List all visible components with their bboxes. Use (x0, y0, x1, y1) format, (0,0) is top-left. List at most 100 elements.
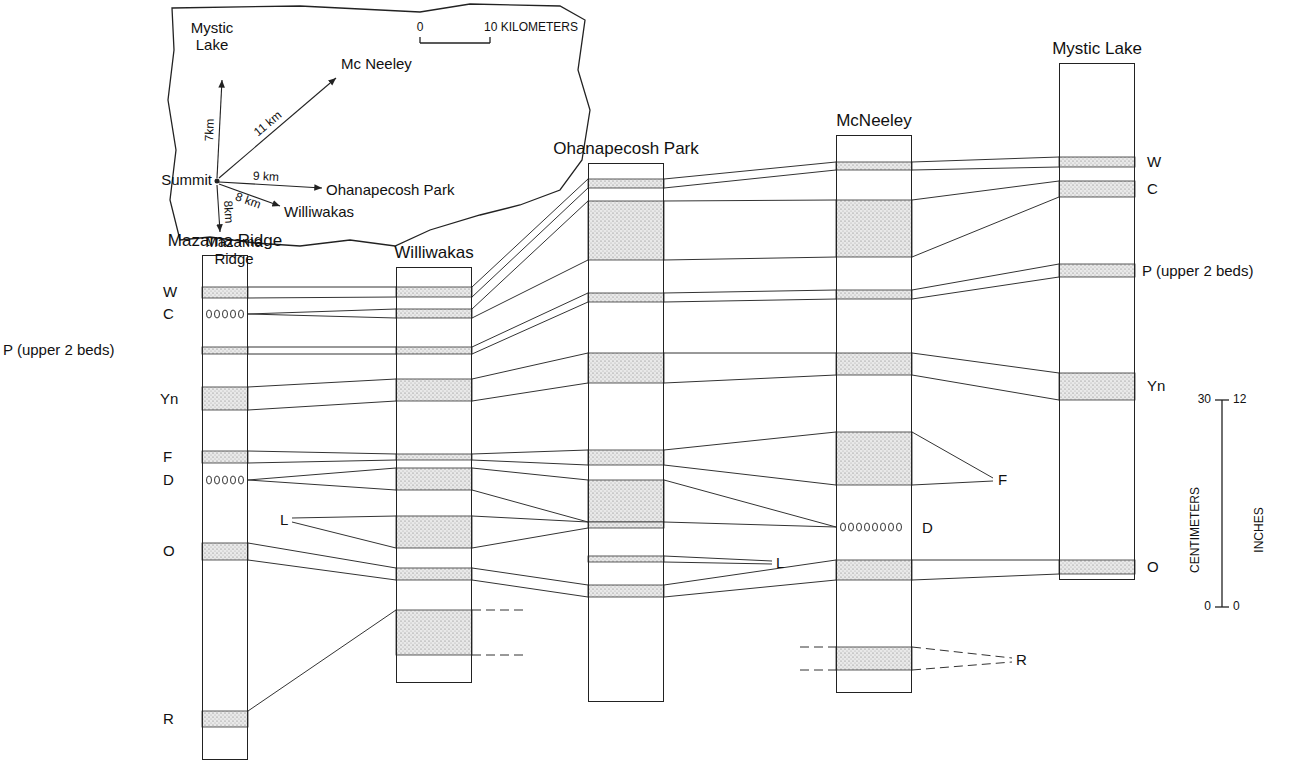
summit-dot (215, 179, 220, 184)
bed-label: R (1016, 652, 1027, 669)
bed-label: W (1147, 154, 1161, 171)
bed-label: D (163, 472, 174, 489)
lens-pod (223, 476, 228, 484)
correlation-line (912, 375, 1059, 400)
ash-bed (588, 201, 664, 260)
lens-pod (239, 476, 244, 484)
correlation-line (472, 528, 588, 548)
correlation-line (664, 162, 836, 179)
correlation-line (664, 290, 836, 293)
correlation-line (664, 432, 836, 450)
ash-bed (396, 568, 472, 580)
correlation-line (664, 200, 836, 201)
correlation-line (664, 465, 836, 485)
place-name: Williwakas (284, 204, 354, 221)
correlation-line (912, 647, 1012, 658)
ash-bed (588, 450, 664, 465)
bed-label: L (776, 555, 784, 572)
correlation-line (472, 490, 588, 522)
ash-beds (202, 157, 1135, 727)
lens-pod (849, 523, 854, 531)
correlation-line (800, 647, 836, 648)
lens-pod (857, 523, 862, 531)
correlation-line (664, 560, 836, 585)
ash-bed (836, 647, 912, 670)
correlation-line (912, 574, 1059, 580)
lens-pod (223, 310, 228, 318)
lens-pod (881, 523, 886, 531)
place-name: Ohanapecosh Park (326, 182, 454, 199)
correlation-line (248, 379, 396, 387)
correlation-line (664, 580, 836, 597)
correlation-line (664, 556, 772, 561)
bed-label: C (163, 306, 174, 323)
distance-label: 7km (203, 118, 217, 141)
ash-bed (202, 287, 248, 298)
ash-bed (396, 287, 472, 297)
ash-bed (396, 309, 472, 318)
lens-pod (865, 523, 870, 531)
km-scale-bar (420, 37, 490, 43)
section-column: Ohanapecosh Park (588, 163, 664, 702)
lens-pod (873, 523, 878, 531)
lens-pod (239, 310, 244, 318)
correlation-line (248, 451, 396, 454)
ash-bed (836, 200, 912, 257)
correlation-line (248, 347, 396, 348)
correlation-line (664, 170, 836, 188)
correlation-line (248, 468, 396, 480)
correlation-line (248, 460, 396, 463)
bed-label: C (1147, 181, 1158, 198)
ash-bed (588, 179, 664, 188)
bed-label: L (280, 512, 288, 529)
distance-label: 8km (221, 200, 235, 223)
correlation-line (472, 293, 588, 347)
distance-label: 11 km (252, 109, 285, 140)
correlation-line (664, 353, 836, 354)
ash-bed (588, 353, 664, 383)
ash-bed (836, 353, 912, 375)
place-name: Mystic Lake (184, 20, 240, 53)
correlation-line (472, 188, 588, 297)
lens-pod (207, 476, 212, 484)
ash-bed (588, 556, 664, 562)
ash-bed (588, 293, 664, 302)
correlation-line (912, 277, 1059, 299)
bed-label: F (163, 449, 172, 466)
ash-bed (202, 711, 248, 727)
distance-label: 8 km (234, 190, 263, 211)
section-name: McNeeley (836, 111, 912, 131)
correlation-line (248, 401, 396, 410)
ash-bed (1059, 264, 1135, 277)
bed-label: R (163, 711, 174, 728)
correlation-line (472, 179, 588, 287)
ash-bed (396, 379, 472, 401)
ash-bed (396, 610, 472, 655)
correlation-line (912, 264, 1059, 290)
section-column: Williwakas (396, 267, 472, 683)
ash-bed (1059, 157, 1135, 167)
ash-bed (836, 432, 912, 485)
ash-bed (836, 290, 912, 299)
correlation-line (248, 480, 396, 490)
ash-bed (588, 480, 664, 522)
section-name: Ohanapecosh Park (553, 139, 699, 159)
ash-bed (202, 451, 248, 463)
correlation-line (472, 302, 588, 354)
correlation-line (912, 353, 1059, 373)
correlation-line (664, 257, 836, 260)
correlation-line (292, 522, 396, 548)
correlation-line (472, 460, 588, 465)
ash-bed (396, 516, 472, 548)
correlation-line (248, 287, 396, 288)
bed-label: Yn (160, 391, 178, 408)
correlation-line (664, 375, 836, 383)
lens-pod (897, 523, 902, 531)
ash-bed (396, 468, 472, 490)
ash-bed (836, 560, 912, 580)
correlation-line (912, 181, 1059, 200)
correlation-line (248, 560, 396, 580)
correlation-line (248, 610, 396, 711)
ash-bed (1059, 373, 1135, 400)
